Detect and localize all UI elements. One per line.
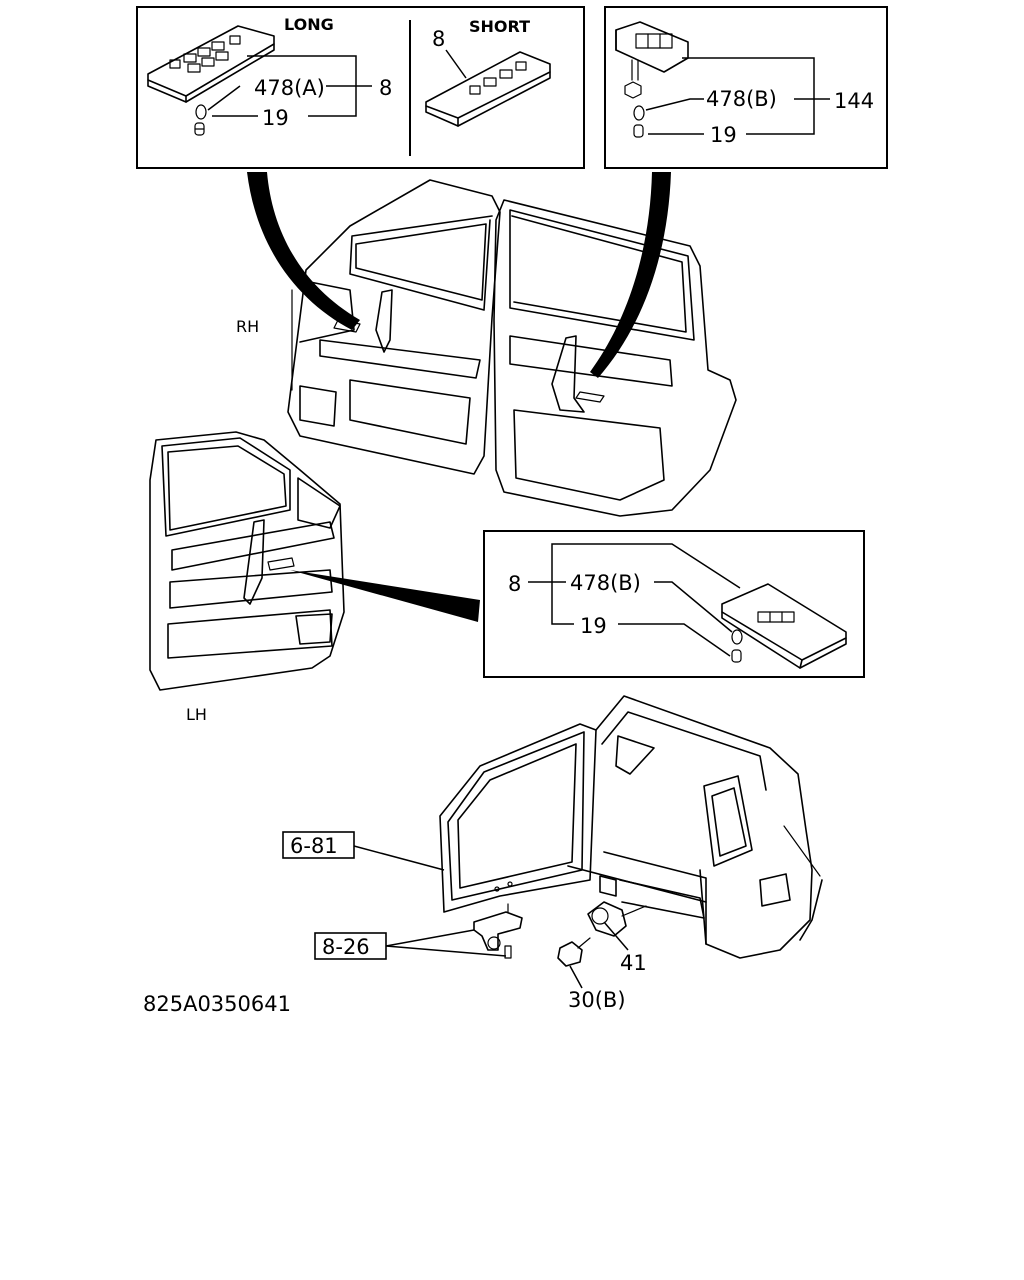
label-bulb-19: 19 [710, 123, 737, 147]
pointer-front-door [247, 172, 360, 330]
inset-front-door-switch: LONG SHORT 478(A) 8 19 [136, 6, 585, 169]
label-assy-144: 144 [834, 89, 874, 113]
label-ref-8-26: 8-26 [322, 935, 370, 959]
label-bolt-30b: 30(B) [568, 988, 626, 1012]
inset-rear-door-switch: 478(B) 144 19 [604, 6, 888, 169]
drawing-number: 825A0350641 [143, 992, 291, 1016]
pointer-rear-door [590, 172, 671, 378]
pointer-lh-door [290, 570, 480, 622]
label-ref-6-81: 6-81 [290, 834, 338, 858]
header-long: LONG [284, 15, 334, 34]
lh-switch-panel [721, 583, 847, 669]
bulb-socket [633, 105, 645, 138]
label-short-panel-8: 8 [432, 27, 445, 51]
ref-box-8-26: 8-26 [314, 929, 507, 960]
bulb-socket [194, 104, 207, 136]
long-switch-panel [147, 25, 275, 103]
label-bulb-19: 19 [580, 614, 607, 638]
label-switch-478a: 478(A) [254, 76, 325, 100]
label-switch-478b: 478(B) [706, 87, 777, 111]
label-striker-41: 41 [620, 951, 647, 975]
header-short: SHORT [469, 17, 530, 36]
ref-box-6-81: 6-81 [282, 831, 445, 871]
label-switch-478b: 478(B) [570, 571, 641, 595]
label-assy-8: 8 [508, 572, 521, 596]
inset-lh-door-switch: 8 478(B) 19 [483, 530, 865, 678]
rh-doors [287, 179, 737, 517]
label-assy-8: 8 [379, 76, 392, 100]
tailgate-assembly [439, 695, 823, 967]
label-rh: RH [236, 317, 259, 336]
bulb-socket [731, 629, 743, 663]
inset-frame [483, 530, 865, 678]
label-lh: LH [186, 705, 207, 724]
label-bulb-19: 19 [262, 106, 289, 130]
lh-door [149, 431, 345, 691]
short-switch-panel [425, 51, 551, 127]
